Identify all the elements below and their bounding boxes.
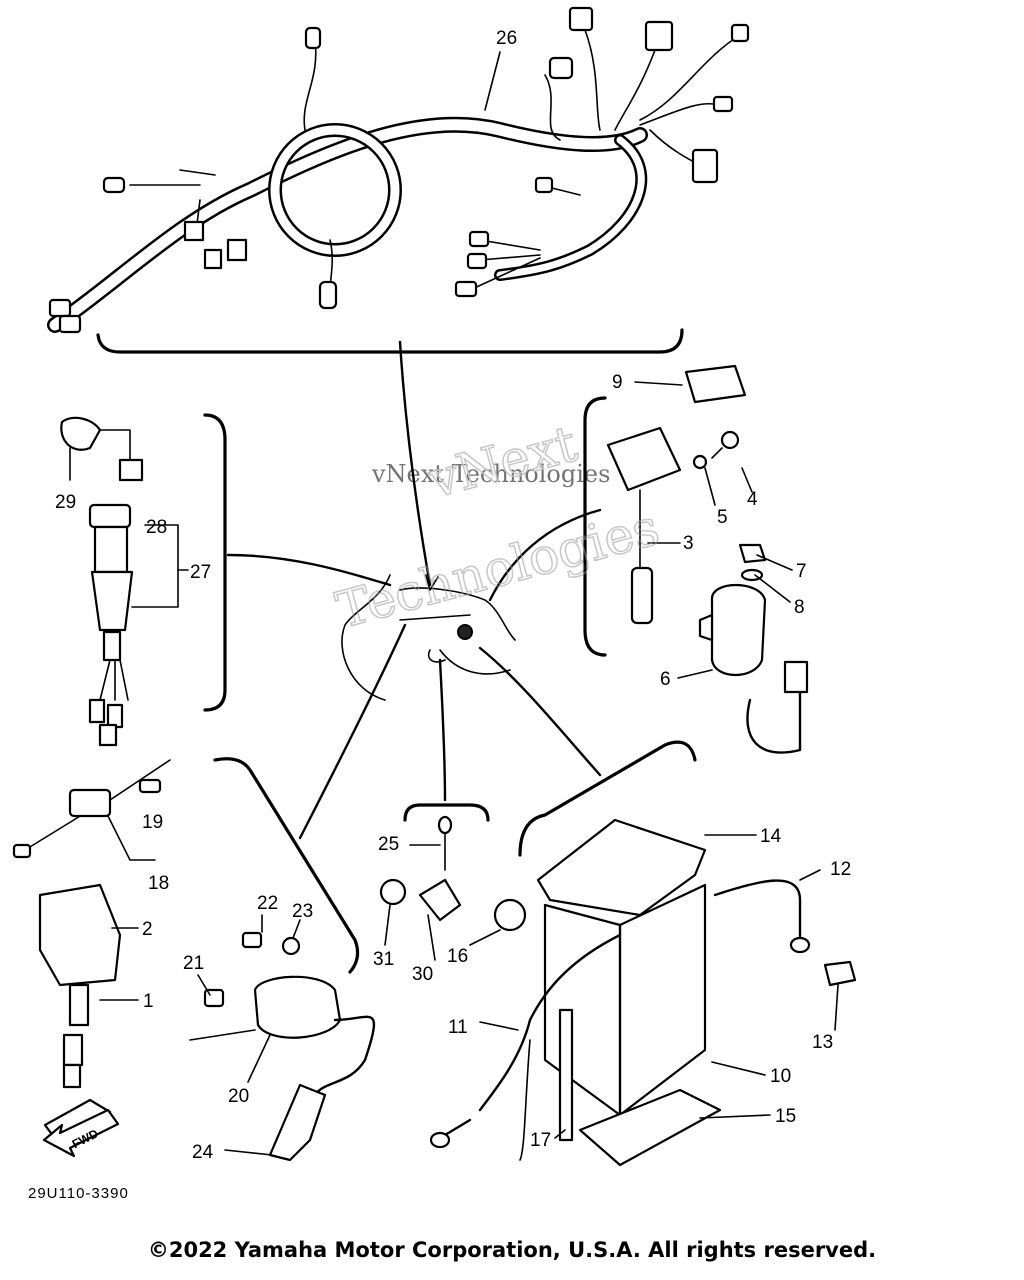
harness-leader xyxy=(398,340,432,587)
diagram-code: 29U110-3390 xyxy=(28,1185,129,1202)
callout-29: 29 xyxy=(55,492,76,513)
callout-labels: 26 9 4 5 3 7 8 6 29 28 27 19 18 2 1 22 2… xyxy=(55,28,851,1163)
callout-12: 12 xyxy=(830,859,851,880)
callout-6: 6 xyxy=(660,669,671,690)
callout-20: 20 xyxy=(228,1086,249,1107)
watermark-line3: Technologies xyxy=(330,498,665,640)
callout-14: 14 xyxy=(760,826,782,847)
motorcycle-locator-sketch xyxy=(341,574,516,701)
left-brace xyxy=(203,413,227,712)
callout-30: 30 xyxy=(412,964,433,985)
callout-15: 15 xyxy=(775,1106,796,1127)
battery-drawing xyxy=(429,818,857,1167)
callout-leaders xyxy=(69,51,839,1156)
callout-22: 22 xyxy=(257,893,278,914)
callout-1: 1 xyxy=(143,991,154,1012)
callout-7: 7 xyxy=(796,561,807,582)
callout-26: 26 xyxy=(496,28,517,49)
fuse-and-starter-drawing xyxy=(12,759,171,1150)
main-switch-drawing xyxy=(60,416,144,747)
callout-11: 11 xyxy=(448,1017,468,1038)
harness-brace xyxy=(96,328,684,354)
callout-17: 17 xyxy=(530,1130,551,1151)
watermark-line1: vNext Technologies xyxy=(371,460,610,488)
watermark-line2: vNext xyxy=(422,415,583,510)
leader-10 xyxy=(478,646,602,777)
ignition-coil-drawing xyxy=(189,931,376,1162)
callout-13: 13 xyxy=(812,1032,833,1053)
callout-25: 25 xyxy=(378,834,399,855)
callout-10: 10 xyxy=(770,1066,791,1087)
callout-24: 24 xyxy=(192,1142,214,1163)
callout-23: 23 xyxy=(292,901,313,922)
callout-27: 27 xyxy=(190,562,211,583)
copyright-notice: ©2022 Yamaha Motor Corporation, U.S.A. A… xyxy=(147,1238,877,1262)
leader-27 xyxy=(226,553,392,587)
battery-brace xyxy=(518,740,697,857)
callout-21: 21 xyxy=(183,953,204,974)
wire-harness-drawing xyxy=(47,6,750,334)
sensor-drawing xyxy=(379,815,527,932)
callout-19: 19 xyxy=(142,812,163,833)
leader-3 xyxy=(488,508,602,602)
ignition-brace xyxy=(213,757,360,974)
callout-5: 5 xyxy=(717,507,728,528)
callout-31: 31 xyxy=(373,949,394,970)
right-brace xyxy=(583,396,607,657)
callout-3: 3 xyxy=(683,533,694,554)
callout-8: 8 xyxy=(794,597,805,618)
callout-28: 28 xyxy=(146,517,167,538)
callout-4: 4 xyxy=(747,489,758,510)
callout-18: 18 xyxy=(148,873,169,894)
leader-20 xyxy=(298,623,407,840)
callout-2: 2 xyxy=(142,919,153,940)
callout-16: 16 xyxy=(447,946,468,967)
callout-9: 9 xyxy=(612,372,623,393)
regulator-and-relay-drawing xyxy=(606,364,809,754)
sensor-brace xyxy=(403,803,490,822)
leader-25 xyxy=(438,658,447,802)
